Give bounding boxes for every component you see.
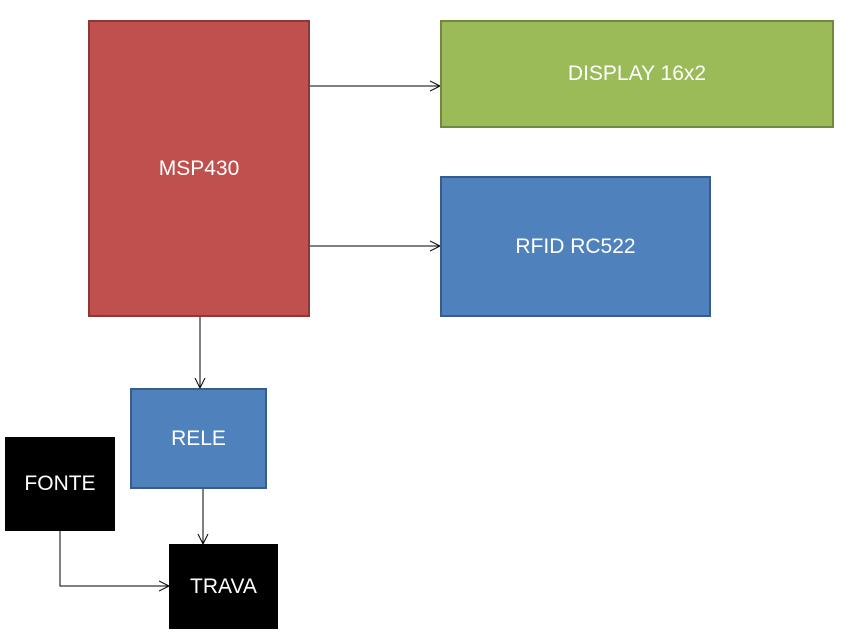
rele-label: RELE bbox=[171, 426, 226, 450]
trava-block: TRAVA bbox=[169, 544, 278, 629]
display-block: DISPLAY 16x2 bbox=[440, 20, 834, 128]
fonte-label: FONTE bbox=[24, 472, 96, 495]
arrow-fonte-to-trava bbox=[59, 531, 169, 586]
msp430-label: MSP430 bbox=[158, 156, 240, 180]
trava-label: TRAVA bbox=[190, 574, 257, 598]
rele-block: RELE bbox=[130, 388, 267, 489]
msp430-block: MSP430 bbox=[88, 20, 310, 317]
rfid-block: RFID RC522 bbox=[440, 176, 711, 317]
fonte-block: FONTE bbox=[5, 437, 115, 531]
display-label: DISPLAY 16x2 bbox=[567, 62, 707, 85]
rfid-label: RFID RC522 bbox=[515, 234, 636, 258]
